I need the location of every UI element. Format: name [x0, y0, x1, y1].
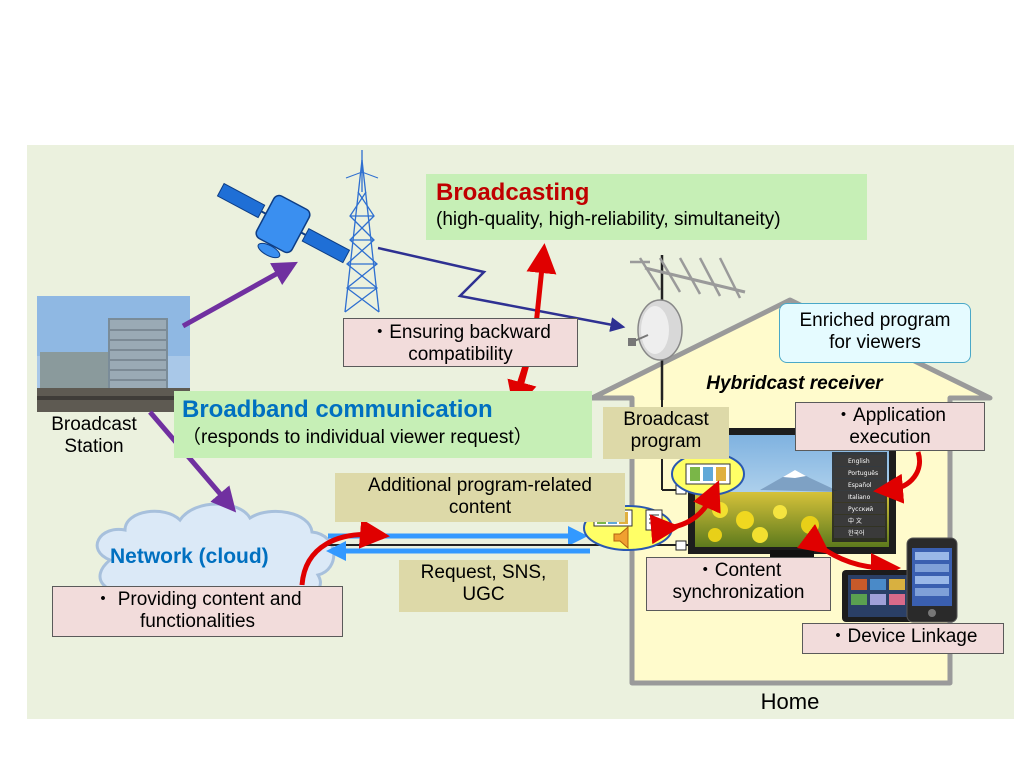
enriched-program-text: Enriched program for viewers: [799, 310, 951, 353]
broadcast-station-label: Broadcast Station: [51, 414, 137, 457]
tv-menu-item: 中 文: [848, 517, 862, 525]
hybridcast-receiver-label: Hybridcast receiver: [706, 373, 883, 394]
broadcast-program-box: Broadcast program: [603, 407, 729, 459]
smartphone-icon: [906, 537, 958, 623]
device-linkage-text: ・Device Linkage: [828, 626, 978, 647]
broadband-title: Broadband communication: [182, 396, 493, 423]
tv-menu-item: Español: [848, 482, 872, 489]
app-execution-text: ・Application execution: [834, 405, 946, 448]
content-sync-text: ・Content synchronization: [672, 560, 805, 603]
enriched-program-box: Enriched program for viewers: [779, 303, 971, 363]
broadband-subtitle: （responds to individual viewer request）: [182, 426, 533, 448]
tv-menu-item: Italiano: [848, 494, 871, 501]
tv-menu-item: English: [848, 458, 870, 465]
providing-content-text: ・ Providing content and functionalities: [93, 589, 302, 632]
backward-compat-box: ・Ensuring backward compatibility: [343, 318, 578, 367]
network-cloud-label: Network (cloud): [110, 545, 269, 568]
tablet-icon: [842, 570, 914, 622]
backward-compat-text: ・Ensuring backward compatibility: [370, 322, 551, 365]
additional-content-box: Additional program-related content: [335, 473, 625, 522]
transmission-tower-icon: [344, 150, 380, 313]
broadcasting-subtitle: (high-quality, high-reliability, simulta…: [436, 208, 781, 230]
app-execution-box: ・Application execution: [795, 402, 985, 451]
station-to-satellite-arrow: [181, 261, 298, 329]
broadcasting-box: Broadcasting (high-quality, high-reliabi…: [426, 174, 867, 240]
broadcast-program-text: Broadcast program: [623, 409, 709, 452]
device-linkage-arrow: [797, 524, 901, 583]
broadcast-station-image: [37, 296, 190, 412]
content-sync-box: ・Content synchronization: [646, 557, 831, 611]
tv-menu-item: Русский: [848, 506, 873, 513]
sync-arrow: [649, 480, 721, 545]
request-sns-ugc-text: Request, SNS, UGC: [420, 562, 547, 605]
antenna-dish-icon: [628, 255, 746, 400]
broadband-box: Broadband communication （responds to ind…: [174, 391, 592, 458]
tv-language-menu: English Português Español Italiano Русск…: [834, 455, 885, 538]
broadcasting-title: Broadcasting: [436, 179, 590, 206]
device-linkage-box: ・Device Linkage: [802, 623, 1004, 654]
app-execution-arrow: [873, 451, 922, 504]
broadcast-video-icon: [671, 452, 745, 496]
request-sns-ugc-box: Request, SNS, UGC: [399, 560, 568, 612]
tv-menu-item: 한국어: [848, 529, 865, 537]
satellite-icon: [216, 182, 351, 264]
providing-content-box: ・ Providing content and functionalities: [52, 586, 343, 637]
tv-menu-item: Português: [848, 470, 878, 477]
broadcast-signal-line: [377, 246, 626, 332]
home-label: Home: [760, 689, 820, 714]
cloud-content-arrow: [299, 518, 390, 586]
additional-content-text: Additional program-related content: [368, 475, 592, 518]
